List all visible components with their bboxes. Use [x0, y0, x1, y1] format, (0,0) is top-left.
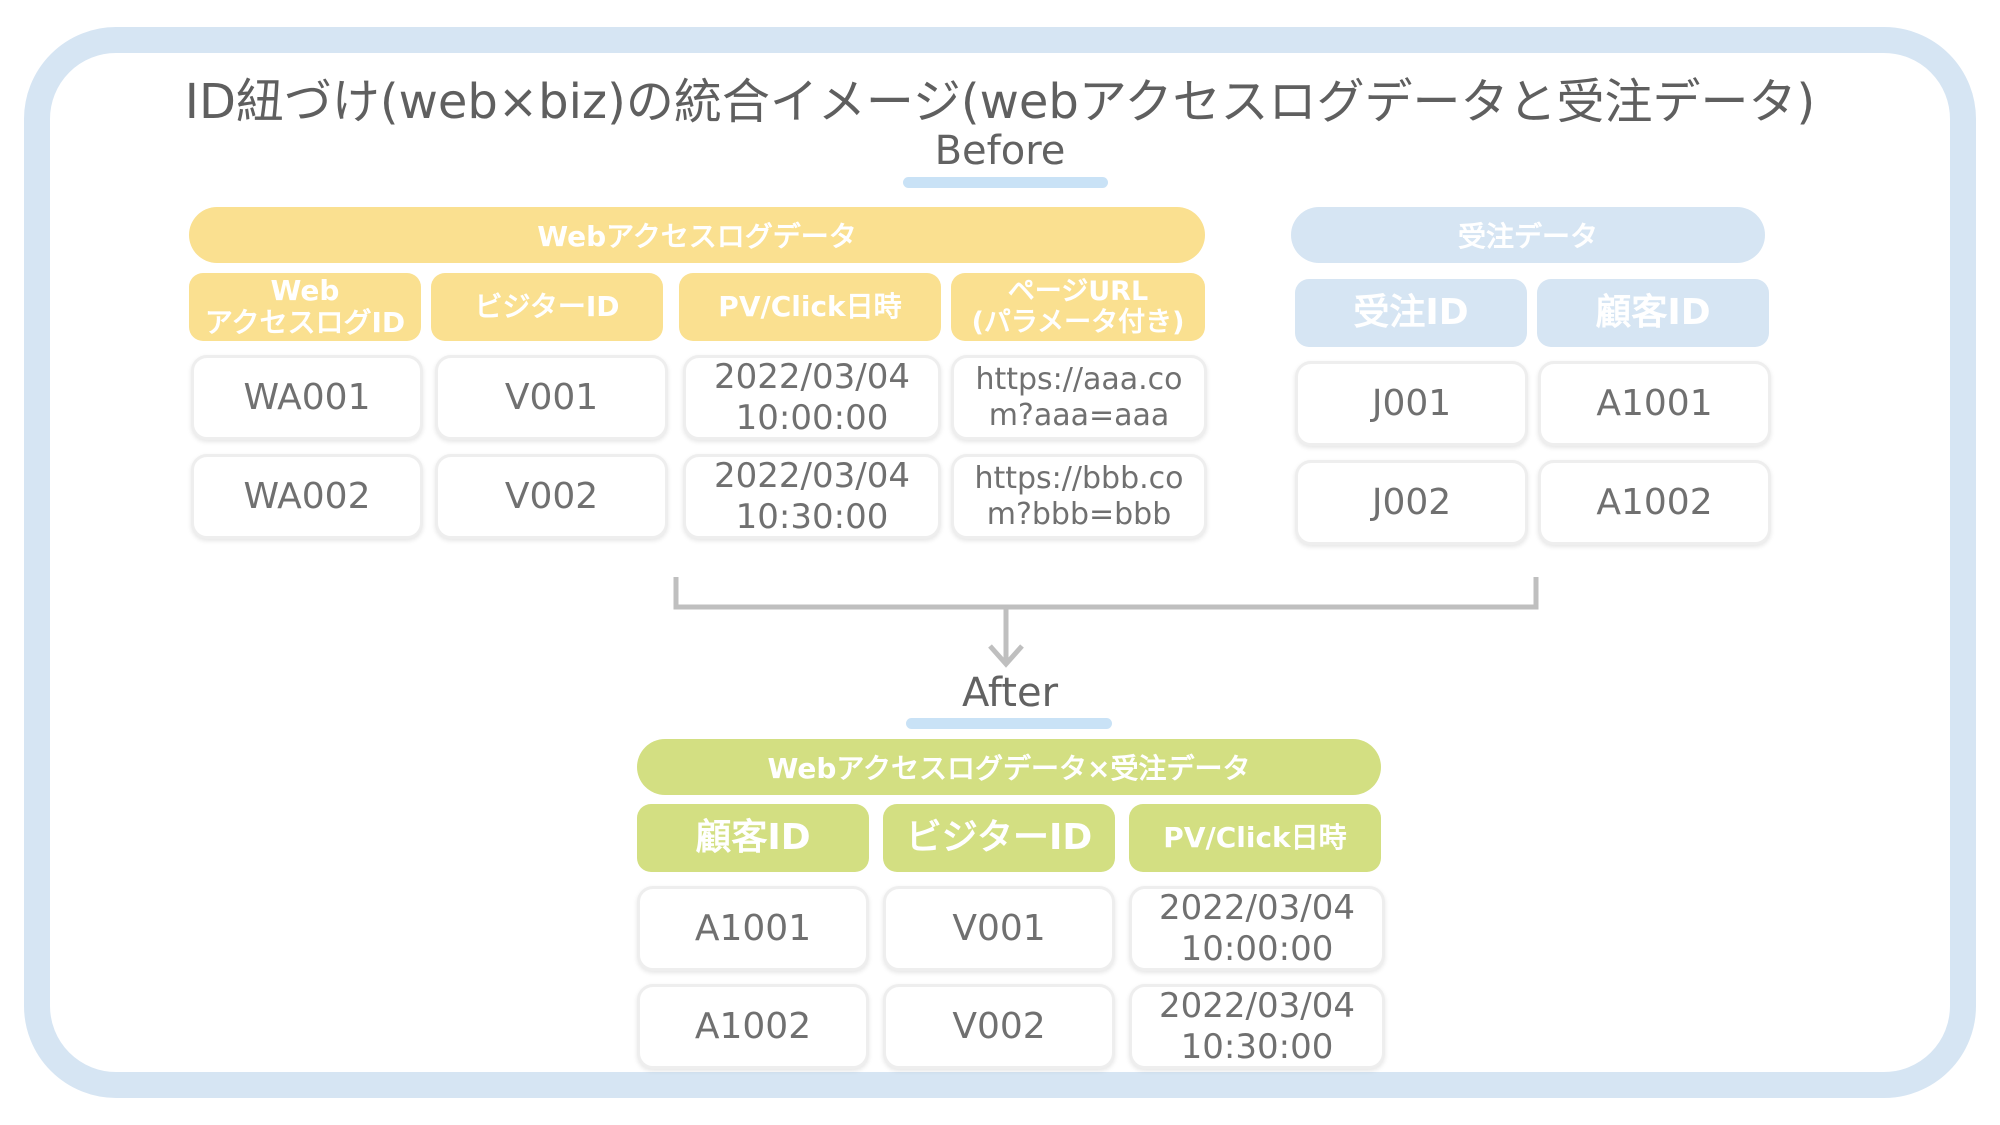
merged-row2-visitor-id: V002 — [883, 984, 1115, 1069]
merged-row2-customer-id: A1002 — [637, 984, 869, 1069]
merged-table-title: Webアクセスログデータ×受注データ — [767, 752, 1251, 785]
order-header-customer-id: 顧客ID — [1537, 279, 1769, 347]
after-label: After — [961, 670, 1059, 716]
merged-row1-visitor-id: V001 — [883, 886, 1115, 971]
web-header-page-url: ページURL (パラメータ付き) — [951, 273, 1205, 341]
order-row1-order-id: J001 — [1295, 361, 1528, 446]
merged-table-title-bar: Webアクセスログデータ×受注データ — [637, 739, 1381, 795]
merged-row2-datetime: 2022/03/04 10:30:00 — [1129, 984, 1385, 1069]
before-underline — [903, 177, 1108, 188]
web-row1-datetime: 2022/03/04 10:00:00 — [683, 355, 941, 440]
web-header-log-id: Web アクセスログID — [189, 273, 421, 341]
order-table-title: 受注データ — [1457, 220, 1598, 253]
web-row2-visitor-id: V002 — [435, 454, 668, 539]
order-header-order-id: 受注ID — [1295, 279, 1527, 347]
web-row1-page-url: https://aaa.co m?aaa=aaa — [951, 355, 1207, 440]
merge-arrow-head — [988, 644, 1024, 668]
merged-row1-datetime: 2022/03/04 10:00:00 — [1129, 886, 1385, 971]
merged-header-datetime: PV/Click日時 — [1129, 804, 1381, 872]
merged-row1-customer-id: A1001 — [637, 886, 869, 971]
order-row2-customer-id: A1002 — [1538, 460, 1771, 545]
web-row2-log-id: WA002 — [191, 454, 423, 539]
diagram-title: ID紐づけ(web×biz)の統合イメージ(webアクセスログデータと受注データ… — [184, 74, 1816, 130]
web-header-datetime: PV/Click日時 — [679, 273, 941, 341]
web-table-title: Webアクセスログデータ — [537, 220, 857, 253]
merged-header-visitor-id: ビジターID — [883, 804, 1115, 872]
web-row1-visitor-id: V001 — [435, 355, 668, 440]
after-underline — [906, 718, 1112, 729]
web-table-title-bar: Webアクセスログデータ — [189, 207, 1205, 263]
merged-header-customer-id: 顧客ID — [637, 804, 869, 872]
order-row1-customer-id: A1001 — [1538, 361, 1771, 446]
web-row2-page-url: https://bbb.co m?bbb=bbb — [951, 454, 1207, 539]
web-header-visitor-id: ビジターID — [431, 273, 663, 341]
order-row2-order-id: J002 — [1295, 460, 1528, 545]
order-table-title-bar: 受注データ — [1291, 207, 1765, 263]
merge-bracket — [673, 577, 1539, 610]
before-label: Before — [934, 128, 1066, 174]
web-row1-log-id: WA001 — [191, 355, 423, 440]
web-row2-datetime: 2022/03/04 10:30:00 — [683, 454, 941, 539]
